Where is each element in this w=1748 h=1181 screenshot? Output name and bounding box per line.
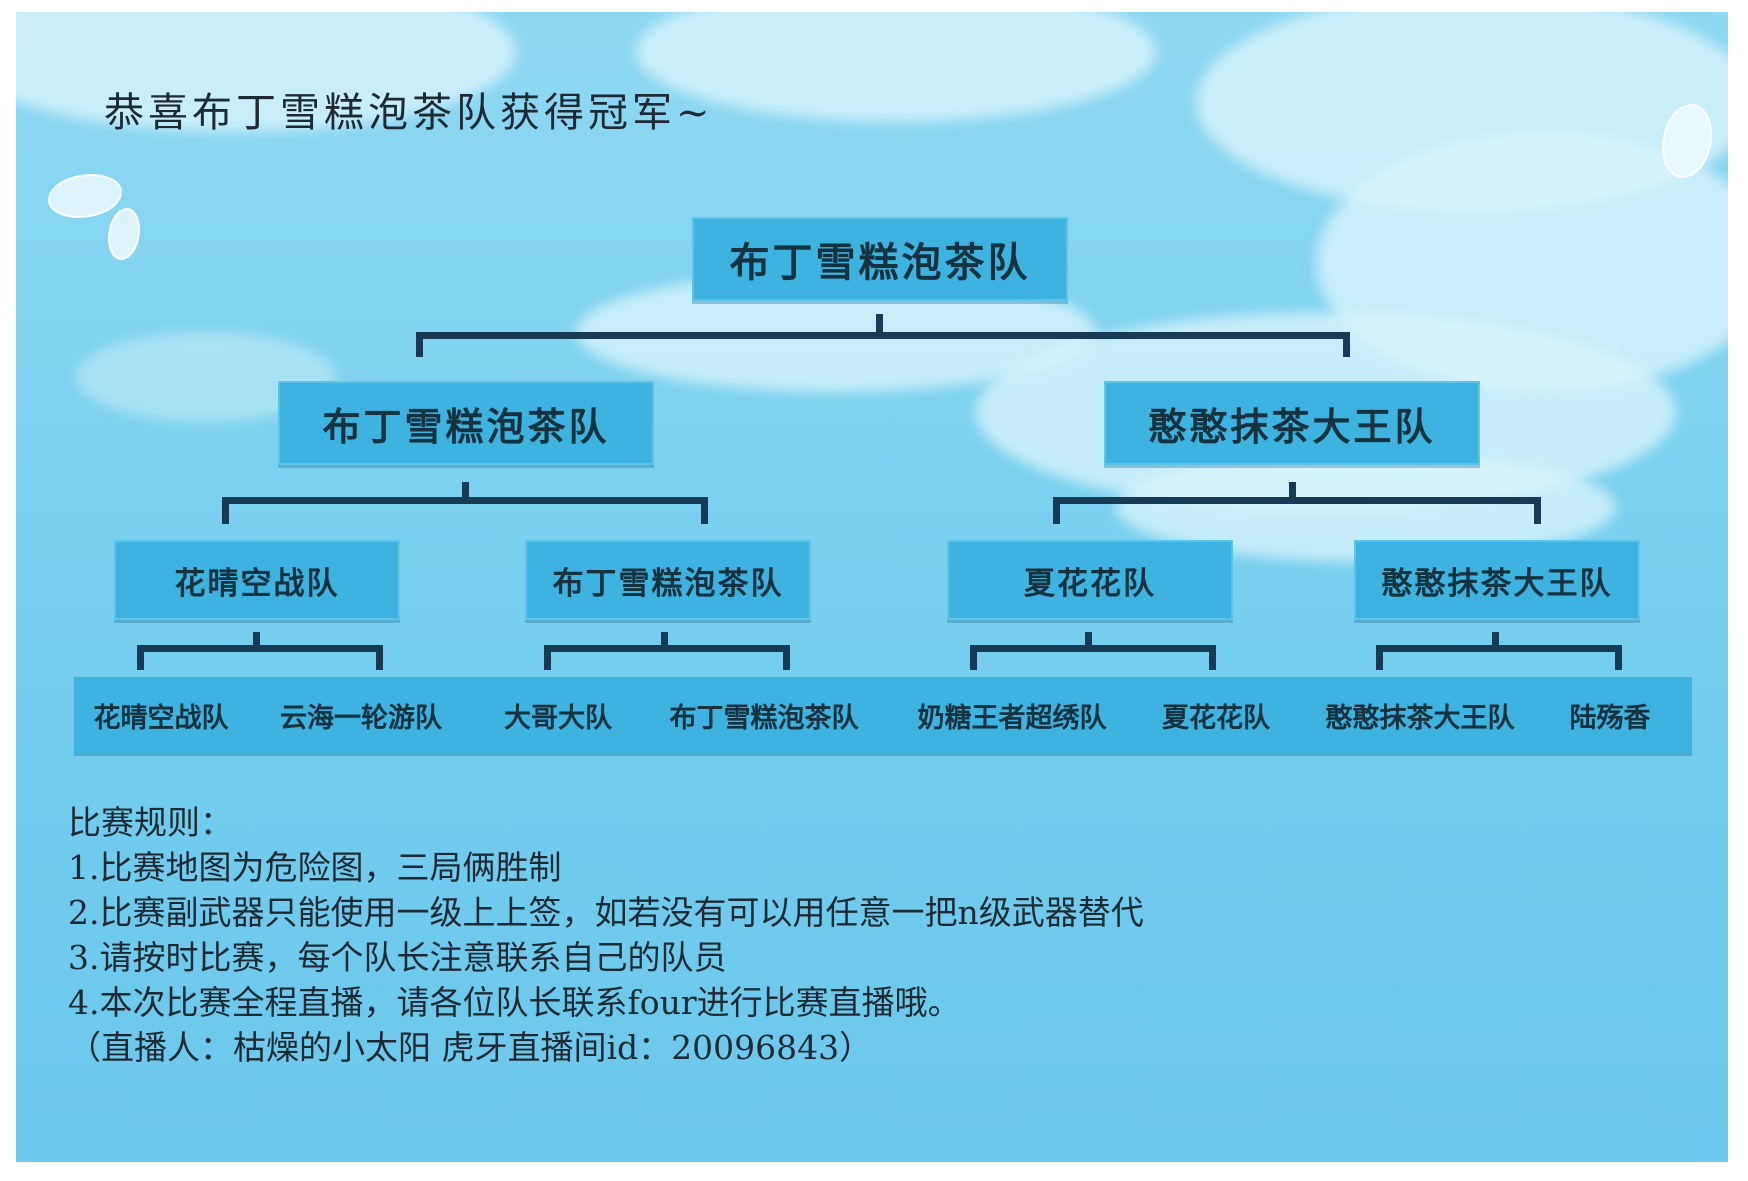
connector-stem [876, 314, 883, 336]
semifinalist-box: 憨憨抹茶大王队 [1354, 540, 1640, 620]
connector-stem [661, 632, 668, 648]
rule-item: 3.请按时比赛，每个队长注意联系自己的队员 [68, 938, 727, 977]
headline: 恭喜布丁雪糕泡茶队获得冠军~ [104, 90, 714, 136]
connector-bracket [222, 497, 708, 524]
connector-stem [1492, 632, 1499, 648]
team-label: 憨憨抹茶大王队 [1325, 702, 1515, 734]
connector-stem [1085, 632, 1092, 648]
rule-item: （直播人：枯燥的小太阳 虎牙直播间id：20096843） [68, 1028, 873, 1067]
teams-bar [74, 677, 1692, 753]
water-drop-icon [1662, 104, 1712, 178]
poster-background: 恭喜布丁雪糕泡茶队获得冠军~ 布丁雪糕泡茶队 布丁雪糕泡茶队 憨憨抹茶大王队 花… [16, 12, 1728, 1162]
team-label: 陆殇香 [1569, 702, 1651, 734]
connector-bracket [416, 332, 1350, 357]
connector-bracket [544, 645, 790, 670]
connector-stem [462, 482, 469, 500]
water-drop-icon [48, 174, 122, 218]
semifinalist-box: 夏花花队 [947, 540, 1233, 620]
connector-bracket [137, 645, 383, 670]
team-label: 云海一轮游队 [280, 702, 442, 734]
team-label: 奶糖王者超绣队 [917, 702, 1107, 734]
semifinalist-box: 花晴空战队 [114, 540, 400, 620]
rule-item: 2.比赛副武器只能使用一级上上签，如若没有可以用任意一把n级武器替代 [68, 893, 1144, 932]
connector-stem [253, 632, 260, 648]
finalist-box: 憨憨抹茶大王队 [1104, 381, 1480, 465]
team-label: 布丁雪糕泡茶队 [669, 702, 859, 734]
rules-section: 比赛规则： 1.比赛地图为危险图，三局俩胜制 2.比赛副武器只能使用一级上上签，… [68, 800, 1144, 1070]
team-label: 大哥大队 [504, 702, 612, 734]
team-label: 花晴空战队 [93, 702, 229, 734]
team-label: 夏花花队 [1162, 702, 1270, 734]
connector-bracket [1376, 645, 1622, 670]
water-drop-icon [108, 208, 140, 260]
rule-item: 1.比赛地图为危险图，三局俩胜制 [68, 848, 562, 887]
connector-bracket [970, 645, 1216, 670]
champion-box: 布丁雪糕泡茶队 [692, 217, 1068, 301]
connector-stem [1289, 482, 1296, 500]
finalist-box: 布丁雪糕泡茶队 [278, 381, 654, 465]
connector-bracket [1053, 497, 1541, 524]
rule-item: 4.本次比赛全程直播，请各位队长联系four进行比赛直播哦。 [68, 983, 961, 1022]
semifinalist-box: 布丁雪糕泡茶队 [525, 540, 811, 620]
rules-title: 比赛规则： [68, 803, 233, 842]
